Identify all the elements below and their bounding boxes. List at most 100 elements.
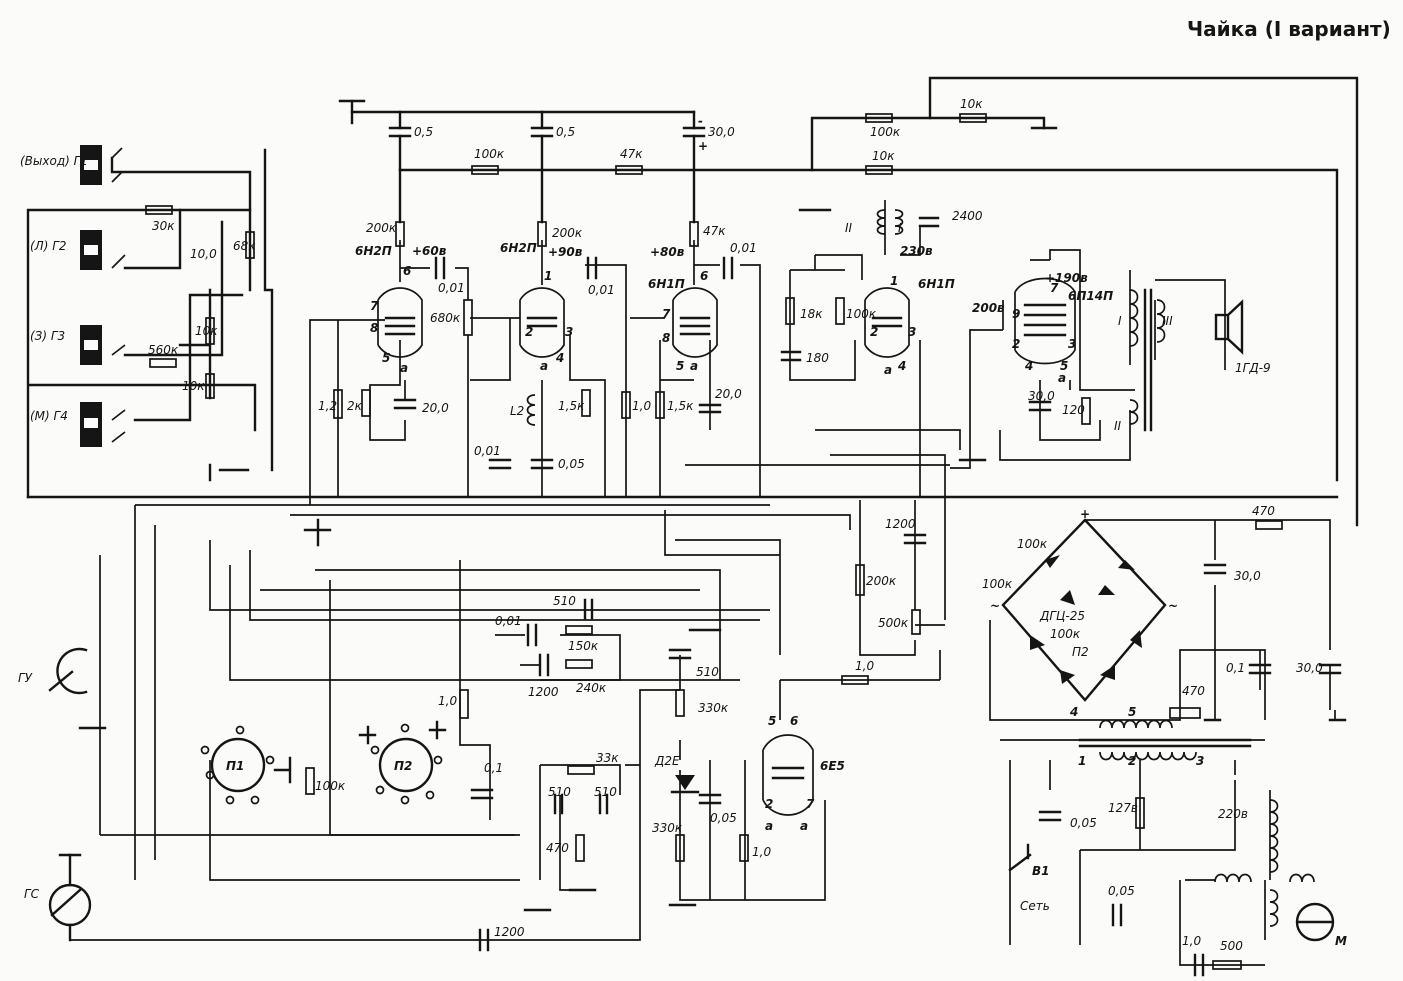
r-10k-b-label: 10к [960, 97, 983, 111]
v2-pin-a: а [540, 359, 548, 373]
v1-anode-voltage: +60в [412, 244, 447, 258]
v2-pin-2: 2 [525, 325, 533, 339]
r-18k-label: 18к [800, 307, 823, 321]
c-300-b-label: 30,0 [1028, 389, 1055, 403]
v2-pin-3: 3 [565, 325, 573, 339]
v2-pin-4: 4 [555, 351, 564, 365]
v1-pin-a: а [400, 361, 408, 375]
r-15k-2-label: 1,5к [667, 399, 694, 413]
c-510-2-label: 510 [548, 785, 571, 799]
l2-label: L2 [510, 404, 524, 418]
speaker-icon [1214, 299, 1244, 355]
v3-pin-6: 6 [700, 269, 708, 283]
input-jacks [80, 145, 126, 447]
v5-pin-2: 2 [1012, 337, 1020, 351]
r-200k-1-label: 200к [366, 221, 397, 235]
v4-pin-1: 1 [890, 274, 898, 288]
c-510-3-label: 510 [594, 785, 617, 799]
c-510-4-label: 510 [696, 665, 719, 679]
c-180-label: 180 [806, 351, 829, 365]
c-200-2-label: 20,0 [715, 387, 742, 401]
c-001-3-label: 0,01 [730, 241, 757, 255]
resistor-symbols [145, 113, 1283, 970]
r-200k-3-label: 200к [866, 574, 897, 588]
r-10k-z-label: 10к [195, 324, 218, 338]
minus-sign: - [698, 114, 703, 128]
gs-connector-icon [48, 853, 92, 942]
c-001-4-label: 0,01 [474, 444, 501, 458]
r-330k-1-label: 330к [698, 701, 729, 715]
r-68k-label: 68к [233, 239, 256, 253]
tube-v2-label: 6Н2П [500, 241, 537, 255]
bridge-fuse-label: П2 [1072, 645, 1089, 659]
c-2400-label: 2400 [952, 209, 983, 223]
ground-icons [58, 99, 1347, 912]
tube-v1-label: 6Н2П [355, 244, 392, 258]
out-winding-1: I [1118, 314, 1122, 328]
c-300-d-label: 30,0 [1296, 661, 1323, 675]
r-10-2-label: 1,0 [855, 659, 874, 673]
r-33k-label: 33к [596, 751, 619, 765]
v3-pin-5: 5 [676, 359, 684, 373]
v4-anode-voltage: 230в [900, 244, 933, 258]
v4-pin-2: 2 [870, 325, 878, 339]
bridge-label: ДГЦ-25 [1039, 609, 1085, 623]
r-47k-top-label: 47к [620, 147, 643, 161]
v1-pin-8: 8 [370, 321, 378, 335]
c-300-label: 30,0 [708, 125, 735, 139]
r-560k-label: 560к [148, 343, 179, 357]
bridge-r-100k-2-label: 100к [982, 577, 1013, 591]
c-001-1-label: 0,01 [438, 281, 465, 295]
diode-symbols [670, 775, 700, 794]
trafo-pin-4: 4 [1069, 705, 1078, 719]
c-01-1-label: 0,1 [1226, 661, 1245, 675]
r-100k-top-label: 100к [474, 147, 505, 161]
c-1200-3-label: 1200 [494, 925, 525, 939]
v6-pin-2: 2 [765, 797, 773, 811]
r-200k-2-label: 200к [552, 226, 583, 240]
switch-symbols [200, 720, 447, 805]
v3-pin-8: 8 [662, 331, 670, 345]
c-200-1-label: 20,0 [422, 401, 449, 415]
r-470-label: 470 [1252, 504, 1275, 518]
r-120-label: 120 [1062, 403, 1085, 417]
tube-symbols [377, 277, 1076, 816]
r-47k-2-label: 47к [703, 224, 726, 238]
speaker-model-label: 1ГД-9 [1235, 361, 1271, 375]
r-10-4-label: 1,0 [752, 845, 771, 859]
c-05b-label: 0,5 [556, 125, 575, 139]
r-470-2-label: 470 [1182, 684, 1205, 698]
c-1200-2-label: 1200 [528, 685, 559, 699]
v5-pin-3: 3 [1068, 337, 1076, 351]
c-005-3-label: 0,05 [1070, 816, 1097, 830]
c-005-4-label: 0,05 [1108, 884, 1135, 898]
r-100k-v4-label: 100к [846, 307, 877, 321]
wiring [26, 76, 1359, 966]
v3-pin-7: 7 [662, 307, 671, 321]
v5-pin-4: 4 [1024, 359, 1033, 373]
jack-g3-label: (З) Г3 [30, 329, 65, 343]
r-10k-m-label: 10к [182, 379, 205, 393]
switch-b1-label: В1 [1032, 864, 1050, 878]
mains-label: Сеть [1020, 899, 1050, 913]
v1-pin-5: 5 [382, 351, 390, 365]
bridge-r-100k-3-label: 100к [1050, 627, 1081, 641]
v4-pin-a: а [884, 363, 892, 377]
v5-pin-7: 7 [1050, 281, 1059, 295]
gs-label: ГС [24, 887, 40, 901]
trafo-pin-1: 1 [1078, 754, 1086, 768]
v6-pin-6: 6 [790, 714, 798, 728]
v1-pin-6: 6 [403, 264, 411, 278]
bridge-tilde-right: ~ [1168, 599, 1178, 613]
v3-anode-voltage: +80в [650, 245, 685, 259]
r-100k-b-label: 100к [870, 125, 901, 139]
v3-pin-a: а [690, 359, 698, 373]
r-15k-1-label: 1,5к [558, 399, 585, 413]
c-01-2-label: 0,1 [484, 761, 503, 775]
schematic-title: Чайка (I вариант) [1187, 17, 1391, 41]
c-005-2-label: 0,05 [710, 811, 737, 825]
tube-v3-label: 6Н1П [648, 277, 685, 291]
v6-pin-5: 5 [768, 714, 776, 728]
